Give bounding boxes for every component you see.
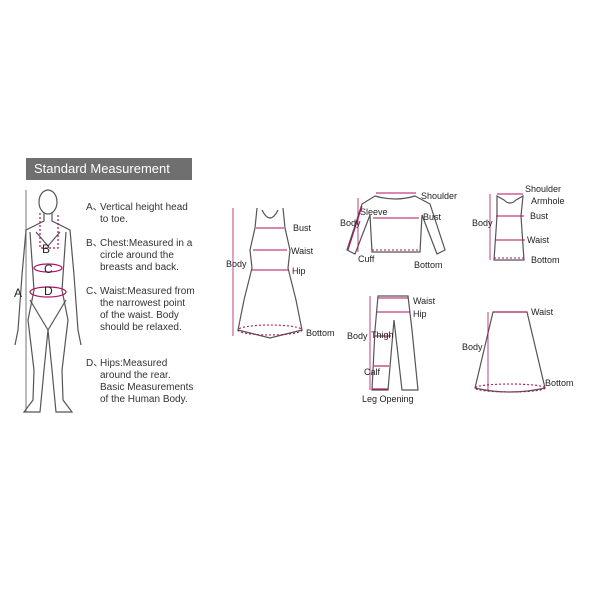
- skirt-waist-label: Waist: [531, 307, 554, 317]
- sweater-sleeve-label: Sleeve: [360, 207, 388, 217]
- human-figure: [14, 189, 82, 413]
- pants-calf-label: Calf: [364, 367, 381, 377]
- sweater-cuff-label: Cuff: [358, 254, 375, 264]
- label-c: C: [44, 262, 53, 276]
- sweater-shoulder-label: Shoulder: [421, 191, 458, 201]
- description-d: D、 Hips:Measured around the rear. Basic …: [86, 358, 198, 410]
- description-b: B、 Chest:Measured in a circle around the…: [86, 238, 198, 278]
- sweater-bust-label: Bust: [423, 212, 442, 222]
- section-header: Standard Measurement: [26, 158, 192, 180]
- pants-measure-lines: [369, 296, 410, 390]
- tank-bust-label: Bust: [530, 211, 549, 221]
- pants-hip-label: Hip: [413, 309, 427, 319]
- tank-armhole-label: Armhole: [531, 196, 565, 206]
- description-a: A、 Vertical height head to toe.: [86, 202, 198, 232]
- pants-leg-opening-label: Leg Opening: [362, 394, 414, 404]
- description-text: Vertical height head to toe.: [100, 202, 188, 225]
- pants-body-label: Body: [347, 331, 368, 341]
- label-d: D: [44, 284, 53, 298]
- tank-body-label: Body: [472, 218, 493, 228]
- dress-body-label: Body: [226, 259, 247, 269]
- sweater-bottom-label: Bottom: [414, 260, 443, 270]
- sweater-outline: [346, 195, 446, 255]
- description-text: Waist:Measured from the narrowest point …: [100, 286, 195, 333]
- skirt-measure-lines: [474, 311, 546, 393]
- tank-measure-lines: [489, 193, 525, 260]
- body-measure-lines: [25, 190, 67, 412]
- description-key: D、: [86, 358, 104, 369]
- dress-waist-label: Waist: [291, 246, 314, 256]
- tank-bottom-label: Bottom: [531, 255, 560, 265]
- skirt-bottom-label: Bottom: [545, 378, 574, 388]
- dress-outline: [237, 207, 303, 339]
- description-text: Chest:Measured in a circle around the br…: [100, 238, 193, 273]
- description-key: C、: [86, 286, 104, 297]
- dress-measure-lines: [232, 208, 303, 336]
- pants-outline: [371, 295, 419, 391]
- pants-thigh-label: Thigh: [371, 330, 394, 340]
- tank-waist-label: Waist: [527, 235, 550, 245]
- dress-hip-label: Hip: [292, 266, 306, 276]
- sweater-measure-lines: [347, 192, 420, 252]
- dress-bottom-label: Bottom: [306, 328, 335, 338]
- description-text: Hips:Measured around the rear. Basic Mea…: [100, 358, 194, 405]
- description-c: C、 Waist:Measured from the narrowest poi…: [86, 286, 198, 350]
- pants-waist-label: Waist: [413, 296, 436, 306]
- label-b: B: [42, 242, 51, 256]
- dress-bust-label: Bust: [293, 223, 312, 233]
- tank-shoulder-label: Shoulder: [525, 184, 562, 194]
- description-key: B、: [86, 238, 103, 249]
- sweater-body-label: Body: [340, 218, 361, 228]
- tank-outline: [493, 194, 525, 261]
- description-key: A、: [86, 202, 103, 213]
- skirt-body-label: Body: [462, 342, 483, 352]
- skirt-outline: [474, 311, 546, 393]
- label-a: A: [14, 286, 23, 300]
